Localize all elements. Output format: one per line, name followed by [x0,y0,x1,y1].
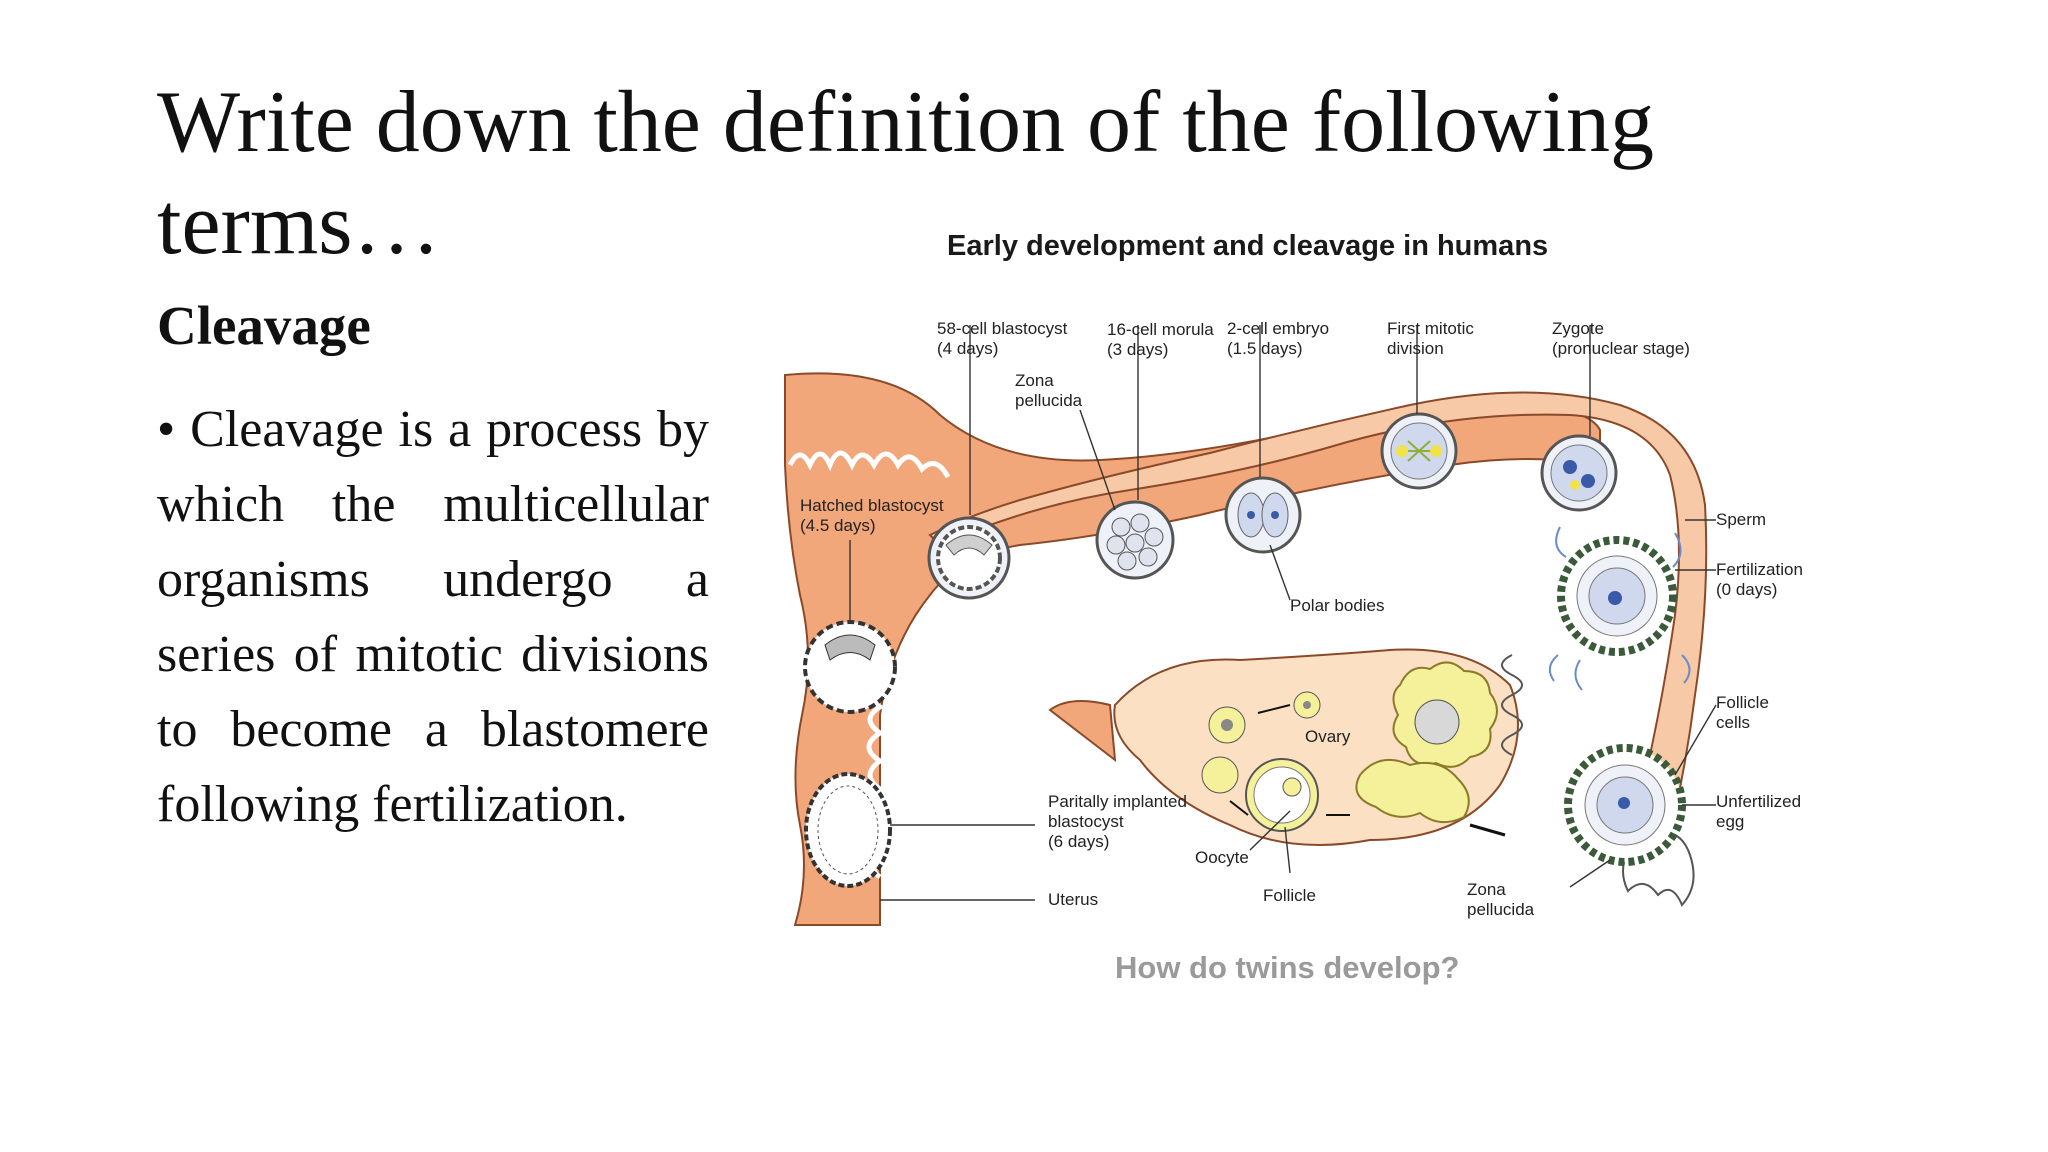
diagram-title: Early development and cleavage in humans [947,230,1548,262]
label-zona-bottom: Zona [1467,880,1506,899]
morula [1095,500,1175,580]
label-fertilization-days: (0 days) [1716,580,1777,599]
ruptured-follicle [1355,758,1470,824]
ovarian-ligament [1048,700,1117,763]
label-uterus: Uterus [1048,890,1098,909]
endometrium-folds [787,450,951,479]
growing-follicle [1201,756,1239,794]
label-sperm: Sperm [1716,510,1766,529]
zygote [1540,434,1618,512]
mature-follicle-antrum [1253,766,1311,824]
label-zygote-stage: (pronuclear stage) [1552,339,1690,358]
label-zygote: Zygote [1552,319,1604,338]
hatched-blastocyst [803,620,897,714]
label-ovary: Ovary [1305,727,1351,746]
label-implanted-days: (6 days) [1048,832,1109,851]
label-morula-days: (3 days) [1107,340,1168,359]
label-16-cell-morula: 16-cell morula [1107,320,1214,339]
label-follicle: Follicle [1263,886,1316,905]
implanted-blastocyst [804,772,892,888]
cleavage-diagram-svg: Early development and cleavage in humans [784,230,1803,985]
cleavage-diagram: Early development and cleavage in humans [770,215,1820,1005]
label-first-mitotic-division: division [1387,339,1444,358]
diagram-caption: How do twins develop? [1115,950,1459,985]
oocyte-cell [1282,777,1302,797]
label-implanted-blastocyst-2: blastocyst [1048,812,1124,831]
label-unfertilized-egg: egg [1716,812,1744,831]
label-58-cell-blastocyst: 58-cell blastocyst [937,319,1068,338]
term-definition: • Cleavage is a process by which the mul… [157,401,709,833]
sperm-tails [1548,526,1691,691]
label-fertilization: Fertilization [1716,560,1803,579]
unfertilized-egg [1564,744,1686,866]
secondary-follicle-core [1221,719,1233,731]
first-mitotic-division-cell [1380,412,1458,490]
blastocyst-58-cell [927,516,1011,600]
slide-title: Write down the definition of the followi… [157,74,1655,273]
label-implanted-blastocyst: Paritally implanted [1048,792,1187,811]
label-unfertilized: Unfertilized [1716,792,1801,811]
label-zona-top: Zona [1015,371,1054,390]
ovary-arrow-1 [1257,704,1291,714]
primary-follicle-core [1303,701,1311,709]
label-polar-bodies: Polar bodies [1290,596,1385,615]
label-2-cell-embryo: 2-cell embryo [1227,319,1329,338]
label-58-cell-days: (4 days) [937,339,998,358]
label-zona-top-pellucida: pellucida [1015,391,1083,410]
ovary-arrow-2 [1229,800,1249,816]
label-hatched-days: (4.5 days) [800,516,876,535]
two-cell-embryo [1224,476,1302,554]
label-first-mitotic: First mitotic [1387,319,1474,338]
fimbriae-waves [1501,654,1523,756]
term-heading: Cleavage [157,295,371,356]
leader-lines [849,325,1717,901]
label-follicle-cells: Follicle [1716,693,1769,712]
label-follicle-cells-2: cells [1716,713,1750,732]
label-zona-bottom-pellucida: pellucida [1467,900,1535,919]
label-2-cell-days: (1.5 days) [1227,339,1303,358]
label-hatched-blastocyst: Hatched blastocyst [800,496,944,515]
corpus-luteum-center [1414,699,1460,745]
fertilized-egg [1557,536,1677,656]
label-oocyte: Oocyte [1195,848,1249,867]
ovulation-arrow [1469,823,1506,837]
